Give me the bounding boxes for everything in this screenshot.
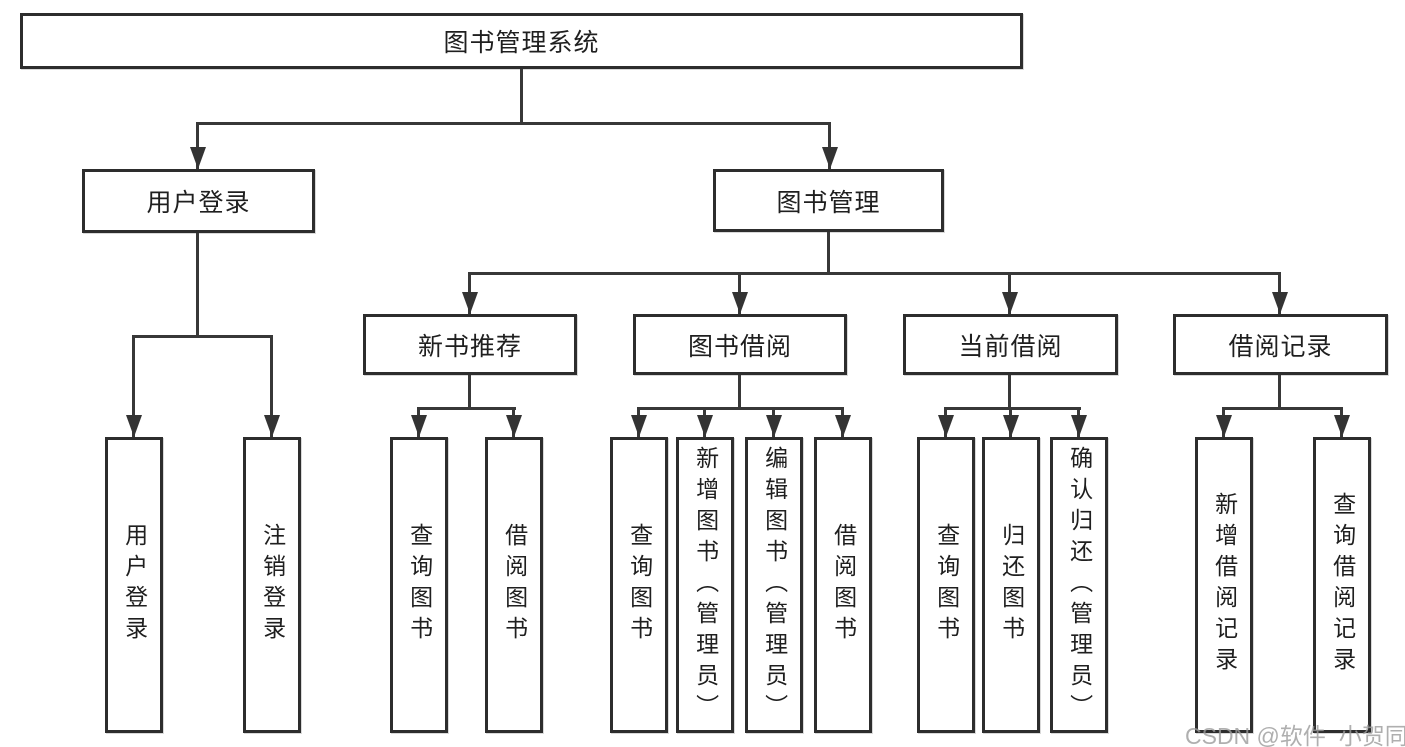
leaf-label: 新增借阅记录 [1211,492,1238,678]
leaf-label: 借阅图书 [501,523,528,647]
connector-line [132,335,135,437]
leaf-label: 注销登录 [259,523,286,647]
arrow-down-icon [697,415,713,437]
node-label: 借阅记录 [1228,332,1333,361]
node-label: 图书管理 [776,188,881,217]
leaf-confirm-return-admin: 确认归还（管理员） [1050,437,1108,733]
connector-line [1223,407,1343,410]
arrow-down-icon [1002,292,1018,314]
connector-line [1278,375,1281,407]
node-new-book-recommend: 新书推荐 [363,314,577,375]
arrow-down-icon [1272,292,1288,314]
leaf-query-books-borrow: 查询图书 [610,437,668,733]
arrow-down-icon [411,415,427,437]
leaf-borrow-books: 借阅图书 [814,437,872,733]
arrow-down-icon [506,415,522,437]
leaf-label: 归还图书 [998,523,1025,647]
leaf-logout: 注销登录 [243,437,301,733]
arrow-down-icon [631,415,647,437]
connector-line [469,272,1281,275]
node-book-borrow: 图书借阅 [633,314,847,375]
leaf-query-borrow-record: 查询借阅记录 [1313,437,1371,733]
node-label: 图书借阅 [687,332,792,361]
connector-line [197,122,831,125]
arrow-down-icon [1334,415,1350,437]
arrow-down-icon [732,292,748,314]
node-borrow-records: 借阅记录 [1173,314,1388,375]
connector-line [1008,375,1011,407]
node-label: 图书管理系统 [443,29,600,57]
arrow-down-icon [835,415,851,437]
leaf-label: 用户登录 [121,523,148,647]
leaf-label: 借阅图书 [830,523,857,647]
connector-line [133,335,273,338]
arrow-down-icon [938,415,954,437]
arrow-down-icon [190,147,206,169]
node-label: 用户登录 [146,189,251,217]
node-label: 当前借阅 [958,332,1063,361]
connector-line [196,233,199,335]
connector-line [196,122,199,169]
node-current-borrow: 当前借阅 [903,314,1118,375]
csdn-watermark: CSDN @软件_小贺同学 [1185,723,1405,747]
leaf-label: 查询图书 [933,523,960,647]
leaf-user-login: 用户登录 [105,437,163,733]
arrow-down-icon [264,415,280,437]
leaf-label: 查询借阅记录 [1329,492,1356,678]
leaf-query-books-recommend: 查询图书 [390,437,448,733]
leaf-add-books-admin: 新增图书（管理员） [676,437,734,733]
leaf-add-borrow-record: 新增借阅记录 [1195,437,1253,733]
connector-line [828,122,831,169]
arrow-down-icon [462,292,478,314]
leaf-label: 查询图书 [406,523,433,647]
connector-line [520,69,523,122]
node-book-management: 图书管理 [713,169,944,232]
leaf-query-books-current: 查询图书 [917,437,975,733]
connector-line [638,407,844,410]
arrow-down-icon [126,415,142,437]
node-label: 新书推荐 [417,332,522,361]
leaf-edit-books-admin: 编辑图书（管理员） [745,437,803,733]
node-user-login: 用户登录 [82,169,315,233]
arrow-down-icon [1071,415,1087,437]
connector-line [418,407,516,410]
arrow-down-icon [766,415,782,437]
arrow-down-icon [1216,415,1232,437]
arrow-down-icon [822,147,838,169]
connector-line [270,335,273,437]
connector-line [738,375,741,407]
connector-line [468,375,471,407]
leaf-label: 编辑图书（管理员） [761,445,788,725]
arrow-down-icon [1003,415,1019,437]
leaf-borrow-books-recommend: 借阅图书 [485,437,543,733]
leaf-label: 新增图书（管理员） [692,445,719,725]
leaf-label: 确认归还（管理员） [1066,445,1093,725]
connector-line [827,232,830,272]
leaf-label: 查询图书 [626,523,653,647]
node-library-management-system: 图书管理系统 [20,13,1023,69]
connector-line [945,407,1081,410]
leaf-return-books: 归还图书 [982,437,1040,733]
